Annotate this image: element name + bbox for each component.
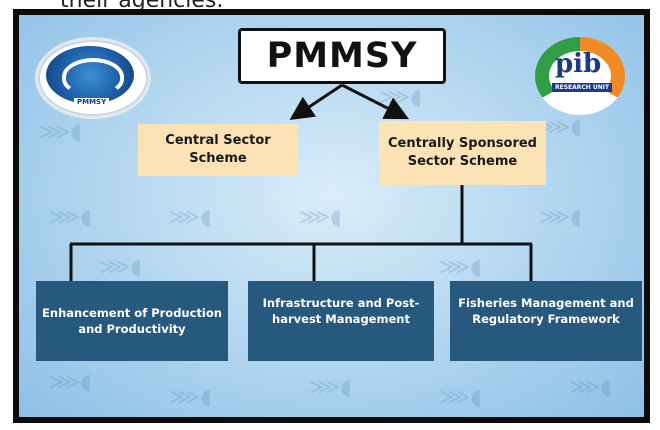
pib-logo-icon: pib RESEARCH UNIT [535,37,625,115]
title: PMMSY [266,36,418,76]
pib-logo-subtext: RESEARCH UNIT [552,83,613,92]
fish-icon: ⋙◖ [539,205,582,230]
title-box: PMMSY [238,28,446,84]
pmmsy-logo-icon: PMMSY [35,37,151,119]
arrow-to-central [289,83,343,120]
central-sector-scheme-box: Central Sector Scheme [138,124,298,176]
fish-icon: ⋙◖ [49,205,92,230]
fish-icon: ⋙◖ [169,385,212,410]
component-production-box: Enhancement of Production and Productivi… [36,281,228,361]
pib-logo-text: pib [555,49,602,79]
fish-icon: ⋙◖ [309,375,352,400]
connector-lines [69,83,533,281]
fish-icon: ⋙◖ [39,120,82,145]
fish-icon: ⋙◖ [299,205,342,230]
fish-icon: ⋙◖ [569,375,612,400]
fish-icon: ⋙◖ [439,255,482,280]
fish-icon: ⋙◖ [539,115,582,140]
fish-icon: ⋙◖ [49,370,92,395]
component-management-box: Fisheries Management and Regulatory Fram… [450,281,642,361]
arrow-to-centrally-sponsored [341,83,410,120]
fish-icon: ⋙◖ [439,385,482,410]
component-infrastructure-box: Infrastructure and Post-harvest Manageme… [248,281,434,361]
logo-tag: PMMSY [74,98,110,106]
fish-icon: ⋙◖ [169,205,212,230]
fish-icon: ⋙◖ [99,255,142,280]
wave-icon [62,58,124,96]
pmmsy-poster: ⋙◖ ⋙◖ ⋙◖ ⋙◖ ⋙◖ ⋙◖ ⋙◖ ⋙◖ ⋙◖ ⋙◖ ⋙◖ ⋙◖ ⋙◖ ⋙… [13,9,650,423]
poster-background: ⋙◖ ⋙◖ ⋙◖ ⋙◖ ⋙◖ ⋙◖ ⋙◖ ⋙◖ ⋙◖ ⋙◖ ⋙◖ ⋙◖ ⋙◖ ⋙… [19,15,644,417]
centrally-sponsored-scheme-box: Centrally Sponsored Sector Scheme [379,121,546,185]
pib-logo-core [549,51,611,101]
